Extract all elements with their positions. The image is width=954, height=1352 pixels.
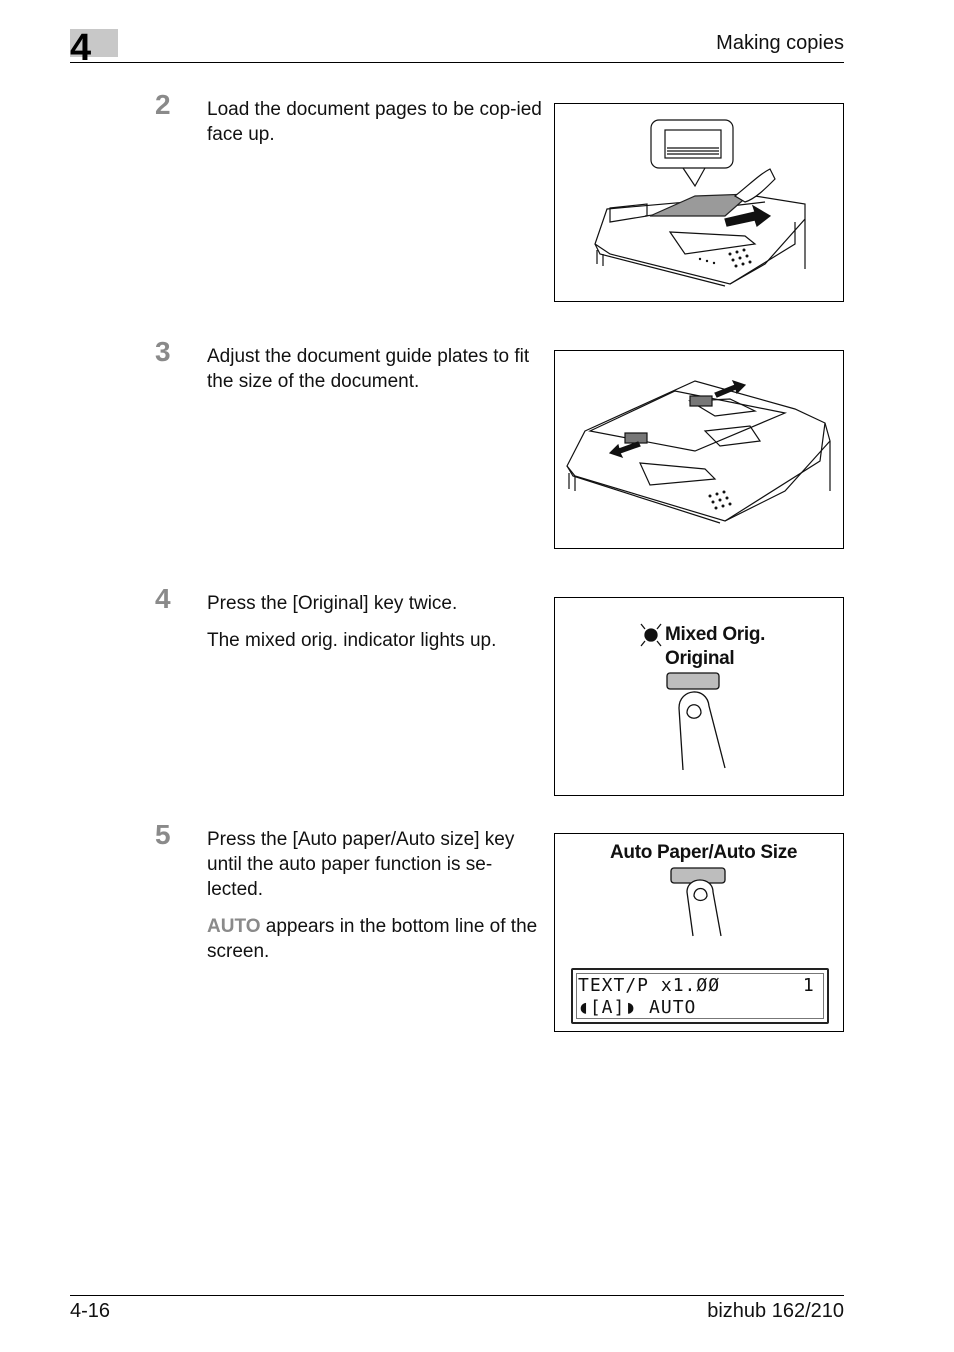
original-key-label: Original	[665, 648, 735, 669]
step-number: 4	[155, 583, 171, 614]
step-number: 2	[155, 89, 171, 120]
page-number: 4-16	[70, 1300, 111, 1322]
step-paragraph: Adjust the document guide plates to fit …	[207, 346, 530, 392]
header-title: Making copies	[716, 32, 844, 54]
step-note-text: appears in the bottom line of the screen…	[207, 916, 538, 962]
step-number: 3	[155, 336, 171, 367]
step-paragraph: Load the document pages to be cop-ied fa…	[207, 99, 542, 145]
lcd-line-2: ◖[A]◗ AUTO	[578, 997, 697, 1018]
header-divider	[70, 62, 844, 63]
step-paragraph: Press the [Auto paper/Auto size] key unt…	[207, 829, 515, 900]
lcd-line-1: TEXT/P x1.ØØ 1	[578, 975, 815, 996]
step-text: Adjust the document guide plates to fit …	[207, 344, 547, 406]
step-paragraph: Press the [Original] key twice.	[207, 593, 458, 614]
figure-original-key: Mixed Orig. Original	[554, 597, 844, 796]
step-note: AUTO appears in the bottom line of the s…	[207, 914, 547, 964]
footer-divider	[70, 1295, 844, 1296]
figure-guide-plates	[554, 350, 844, 549]
step-text: Press the [Original] key twice. The mixe…	[207, 591, 547, 665]
mixed-orig-label: Mixed Orig.	[665, 624, 766, 645]
auto-paper-key-label: Auto Paper/Auto Size	[610, 842, 798, 863]
step-paragraph: The mixed orig. indicator lights up.	[207, 630, 497, 651]
figure-auto-paper: Auto Paper/Auto Size TEXT/P x1.ØØ 1 ◖[A]…	[554, 833, 844, 1032]
step-text: Load the document pages to be cop-ied fa…	[207, 97, 547, 159]
lcd-display: TEXT/P x1.ØØ 1 ◖[A]◗ AUTO	[571, 968, 829, 1024]
chapter-tab	[70, 29, 118, 57]
indicator-light-icon	[644, 628, 658, 642]
step-text: Press the [Auto paper/Auto size] key unt…	[207, 827, 547, 976]
auto-highlight: AUTO	[207, 916, 261, 937]
step-number: 5	[155, 819, 171, 850]
chapter-number: 4	[70, 27, 92, 69]
figure-load-document	[554, 103, 844, 302]
product-name: bizhub 162/210	[707, 1300, 844, 1322]
